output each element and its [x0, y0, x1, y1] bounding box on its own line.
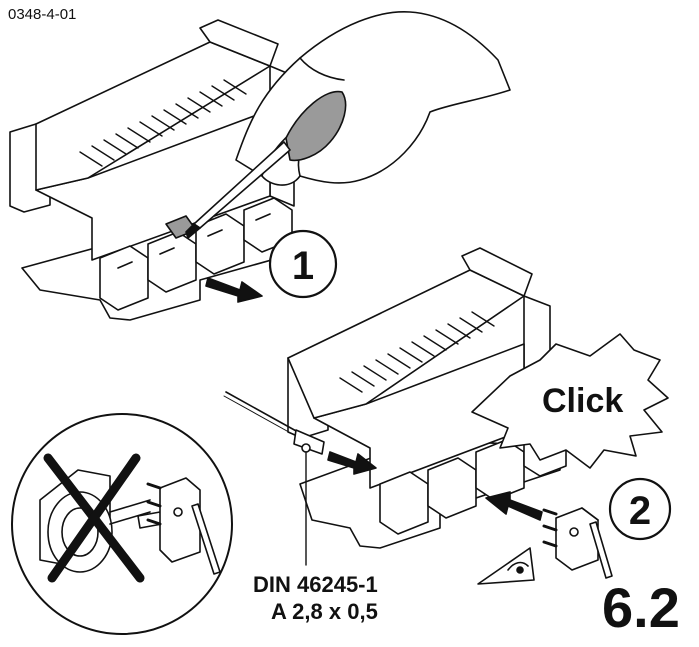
click-burst	[471, 333, 669, 469]
terminal-blocks-top	[99, 197, 293, 311]
vent-slots-top	[79, 79, 247, 167]
standard-line-2: A 2,8 x 0,5	[271, 599, 378, 624]
microswitch-icon	[542, 507, 613, 579]
click-label: Click	[542, 382, 624, 420]
step-1-number: 1	[292, 244, 314, 288]
step-1-badge	[268, 229, 338, 299]
device-bottom	[287, 247, 567, 549]
vent-slots-bottom	[339, 311, 495, 393]
step-2-badge	[608, 477, 672, 541]
prohibition-cross-icon	[43, 453, 145, 583]
cable-plug	[223, 391, 325, 566]
arrow-icon	[205, 277, 263, 303]
eye-icon	[477, 547, 535, 585]
prohibition-inset	[11, 413, 233, 635]
figure-number: 6.2	[602, 576, 680, 639]
step-2-number: 2	[629, 489, 651, 533]
arrow-icon	[327, 451, 377, 475]
terminal-blocks-bottom	[379, 423, 567, 535]
arrow-icon	[485, 491, 543, 521]
standard-line-1: DIN 46245-1	[253, 572, 378, 597]
device-top	[9, 19, 301, 321]
screwdriver-icon	[185, 90, 347, 239]
document-id: 0348-4-01	[8, 6, 77, 23]
